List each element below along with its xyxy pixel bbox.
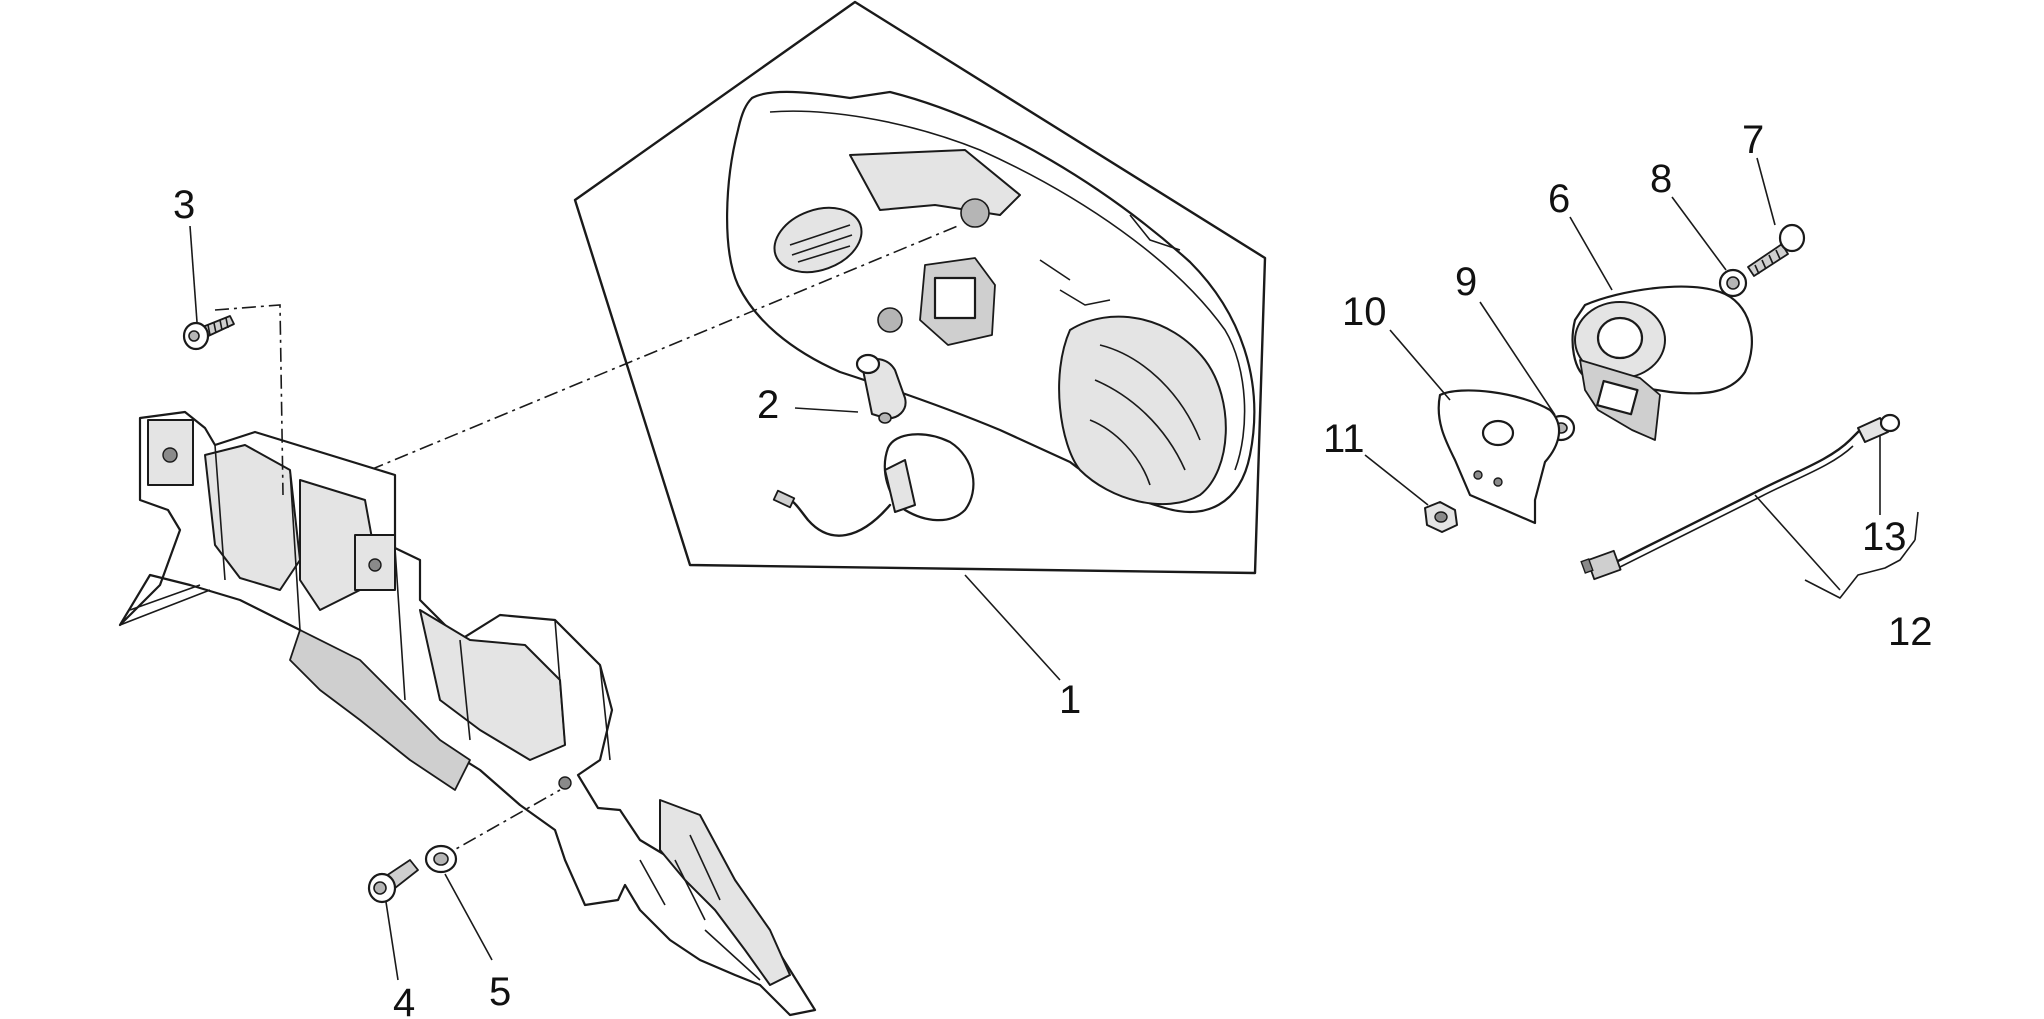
- leader-3: [189, 225, 198, 323]
- part-3-screw: [182, 315, 235, 351]
- alignment-line-lamp: [369, 224, 961, 471]
- part-1-taillight-assembly: [573, 0, 1267, 575]
- leader-lines: [189, 157, 1881, 981]
- screw-3-head-socket: [188, 330, 200, 342]
- terminal-13-ring: [1879, 413, 1901, 433]
- plate-bracket-hole-small-2: [1493, 477, 1503, 487]
- leader-1: [964, 574, 1061, 681]
- part-6-plate-light-housing: [1571, 285, 1753, 441]
- alignment-line-screw-3: [214, 304, 284, 496]
- bracket-flange-left: [119, 584, 211, 626]
- callout-1: 1: [1059, 678, 1081, 722]
- plate-bracket-body: [1437, 389, 1561, 525]
- kit-outline-1: [573, 0, 1267, 575]
- bolt-4-head-socket: [373, 881, 387, 895]
- plate-light-bracket-slot: [1596, 379, 1639, 416]
- bulb-socket-end: [855, 353, 881, 375]
- harness-connector-tip: [1580, 558, 1594, 574]
- nut-11-hole: [1434, 511, 1448, 523]
- callout-5: 5: [489, 970, 511, 1014]
- leader-2: [794, 407, 859, 413]
- callout-4: 4: [393, 981, 415, 1019]
- part-11-nut: [1424, 501, 1458, 533]
- callout-13: 13: [1862, 515, 1907, 559]
- part-2-bulb-socket: [855, 353, 907, 424]
- callout-12: 12: [1888, 610, 1933, 654]
- bracket-lower-skirt: [289, 629, 471, 791]
- taillight-reflector-grille: [789, 224, 853, 263]
- leader-10: [1389, 329, 1451, 401]
- leader-6: [1569, 216, 1613, 291]
- part-4-bolt: [367, 859, 419, 904]
- callout-6: 6: [1548, 177, 1570, 221]
- harness-connector-body: [1586, 549, 1622, 581]
- callout-3: 3: [173, 183, 195, 227]
- callout-7: 7: [1742, 118, 1764, 162]
- bracket-tail-end: [659, 799, 791, 986]
- leader-4: [385, 901, 399, 981]
- bulb-socket-tip: [878, 412, 892, 424]
- leader-12: [1754, 494, 1841, 591]
- mounting-bracket: [118, 410, 817, 1017]
- screw-3-threads: [207, 317, 229, 336]
- callout-2: 2: [757, 383, 779, 427]
- leader-8: [1671, 196, 1727, 271]
- taillight-mount-hole-top: [960, 198, 990, 228]
- bracket-fold-lines: [214, 444, 611, 761]
- bulb-lead-wire: [788, 498, 892, 537]
- bracket-hole-lower: [558, 776, 572, 790]
- screw-7-shank: [1747, 243, 1789, 277]
- taillight-inner-ribs: [1089, 344, 1201, 486]
- part-8-washer: [1718, 268, 1748, 298]
- plate-light-opening: [1596, 316, 1644, 360]
- bracket-tail-ribs: [639, 834, 761, 981]
- callout-8: 8: [1650, 157, 1672, 201]
- part-5-washer: [424, 844, 458, 874]
- leader-11: [1364, 454, 1429, 506]
- bulb-with-wire: [772, 433, 975, 537]
- leader-9: [1479, 301, 1556, 416]
- screw-7-head: [1778, 223, 1806, 253]
- bracket-tab-hole-left: [162, 447, 178, 463]
- alignment-line-washer-5: [439, 789, 561, 859]
- taillight-housing-edge: [1039, 214, 1181, 306]
- callout-9: 9: [1455, 260, 1477, 304]
- harness-cable-2: [1611, 445, 1854, 572]
- callout-10: 10: [1342, 290, 1387, 334]
- part-13-terminal: [1857, 413, 1901, 443]
- taillight-mount-hole-left: [877, 307, 903, 333]
- part-10-plate-bracket: [1437, 389, 1561, 525]
- leader-7: [1756, 157, 1776, 226]
- bulb-base: [884, 459, 916, 513]
- washer-5-inner: [433, 852, 449, 866]
- leader-5: [444, 873, 493, 961]
- callout-labels: 1 2 3 4 5 6 7 8 9 10 11 12 13: [173, 118, 1933, 1019]
- taillight-lens-rim: [769, 110, 1246, 471]
- bracket-recess-left: [204, 444, 301, 591]
- harness-connector: [1580, 549, 1622, 581]
- bracket-tab-hole-center: [368, 558, 382, 572]
- harness-cable: [1608, 428, 1862, 567]
- plate-bracket-hole-small-1: [1473, 470, 1483, 480]
- washer-8-inner: [1726, 276, 1740, 290]
- part-12-wiring-harness: [1580, 413, 1901, 581]
- taillight-socket-window: [933, 276, 977, 320]
- part-7-screw: [1747, 223, 1806, 277]
- screw-7-threads: [1754, 249, 1781, 275]
- plate-bracket-hole-large: [1481, 419, 1515, 447]
- brace-part-12-tick: [1914, 511, 1919, 541]
- bulb-wire-connector: [772, 489, 796, 509]
- brace-part-12: [1804, 539, 1916, 599]
- taillight-reflector-cutout: [773, 206, 863, 274]
- callout-11: 11: [1323, 417, 1365, 461]
